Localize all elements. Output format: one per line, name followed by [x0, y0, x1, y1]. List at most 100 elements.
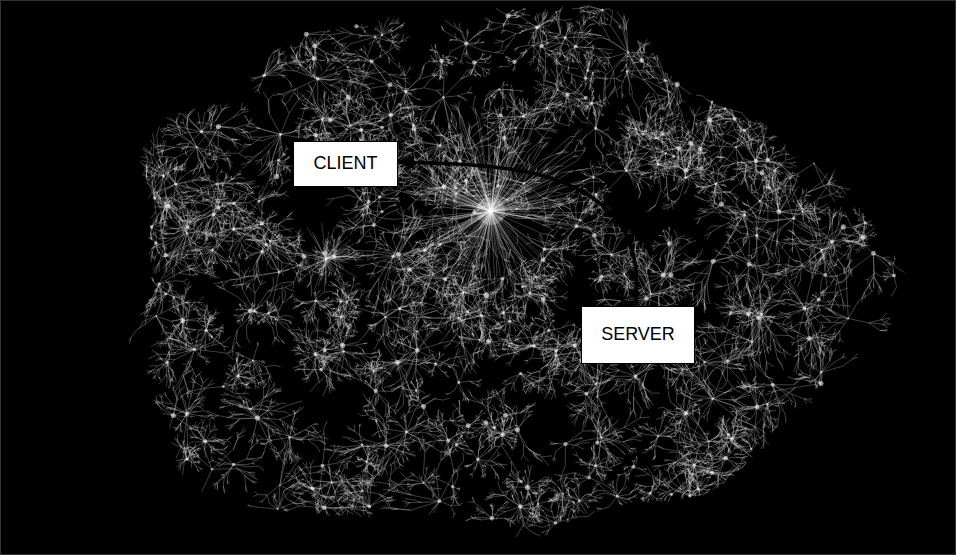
- network-hub: [378, 195, 382, 199]
- network-hub: [563, 442, 567, 446]
- network-hub: [587, 476, 591, 480]
- network-hub: [496, 184, 500, 188]
- network-hub: [661, 273, 666, 278]
- network-hub: [340, 316, 342, 318]
- network-hub: [711, 100, 714, 103]
- network-hub: [640, 58, 644, 62]
- network-hub: [442, 96, 444, 98]
- network-hub: [193, 348, 196, 351]
- network-hub: [756, 316, 761, 321]
- network-hub: [174, 183, 177, 186]
- network-hub: [773, 169, 776, 172]
- network-hub: [452, 420, 454, 422]
- network-hub: [665, 152, 667, 154]
- network-hub: [592, 72, 594, 74]
- network-hub: [747, 262, 752, 267]
- network-hub: [388, 82, 393, 87]
- network-hub: [423, 248, 427, 252]
- network-branches: [129, 6, 905, 537]
- network-hub: [380, 210, 383, 213]
- network-hub: [185, 225, 189, 229]
- network-hub: [532, 344, 536, 348]
- network-hub: [578, 500, 580, 502]
- network-hub: [380, 125, 384, 129]
- network-hub: [454, 186, 457, 189]
- network-hub: [232, 201, 235, 204]
- network-hub: [792, 217, 795, 220]
- network-hub: [708, 440, 710, 442]
- network-hub: [249, 408, 252, 411]
- network-hub: [525, 485, 530, 490]
- network-hub: [312, 43, 317, 48]
- network-hub: [746, 312, 751, 317]
- network-hub: [216, 124, 221, 129]
- network-hub: [367, 200, 371, 204]
- network-hub: [434, 362, 438, 366]
- network-hub: [817, 298, 821, 302]
- network-hub: [670, 493, 673, 496]
- network-hub: [684, 411, 689, 416]
- network-hub: [304, 32, 309, 37]
- network-hub: [472, 210, 477, 215]
- network-hub: [707, 117, 712, 122]
- network-hub: [675, 82, 680, 87]
- network-hubs: [150, 9, 896, 525]
- network-hub: [398, 307, 401, 310]
- network-hub: [279, 484, 281, 486]
- network-hub: [268, 312, 270, 314]
- network-hub: [211, 468, 214, 471]
- network-hub: [446, 439, 450, 443]
- network-hub: [162, 174, 165, 177]
- network-hub: [153, 196, 156, 199]
- network-hub: [771, 383, 775, 387]
- network-hub: [688, 495, 691, 498]
- network-hub: [616, 495, 619, 498]
- network-hub: [634, 374, 638, 378]
- network-hub: [601, 9, 603, 11]
- network-hub: [331, 481, 333, 483]
- network-hub: [813, 162, 815, 164]
- network-hub: [264, 242, 268, 246]
- network-hub: [277, 508, 279, 510]
- network-hub: [755, 405, 760, 410]
- network-hub: [260, 221, 265, 226]
- network-hub: [257, 200, 260, 203]
- network-hub: [555, 354, 557, 356]
- network-hub: [565, 92, 570, 97]
- network-hub: [644, 296, 648, 300]
- network-hub: [776, 209, 781, 214]
- network-hub: [323, 348, 327, 352]
- network-hub: [760, 170, 765, 175]
- network-hub: [432, 274, 434, 276]
- network-hub: [165, 293, 168, 296]
- network-hub: [584, 96, 588, 100]
- network-hub: [252, 359, 254, 361]
- network-hub: [415, 389, 418, 392]
- network-hub: [384, 316, 386, 318]
- network-hub: [657, 163, 659, 165]
- network-hub: [373, 389, 377, 393]
- network-hub: [279, 133, 282, 136]
- network-hub: [486, 339, 491, 344]
- network-hub: [547, 329, 550, 332]
- network-hub: [729, 312, 732, 315]
- node-label: CLIENT: [313, 153, 377, 175]
- core-glow: [477, 197, 505, 225]
- network-hub: [623, 273, 625, 275]
- network-hub: [698, 147, 703, 152]
- network-hub: [466, 423, 471, 428]
- network-hub: [861, 235, 866, 240]
- network-hub: [480, 314, 483, 317]
- network-hub: [590, 102, 593, 105]
- network-hub: [437, 499, 441, 503]
- network-hub: [185, 457, 189, 461]
- network-hub: [529, 292, 532, 295]
- network-hub: [697, 488, 700, 491]
- network-hub: [493, 426, 496, 429]
- network-hub: [519, 372, 522, 375]
- network-hub: [724, 456, 728, 460]
- network-hub: [625, 170, 628, 173]
- network-hub: [359, 128, 363, 132]
- network-hub: [150, 225, 154, 229]
- network-hub: [596, 396, 598, 398]
